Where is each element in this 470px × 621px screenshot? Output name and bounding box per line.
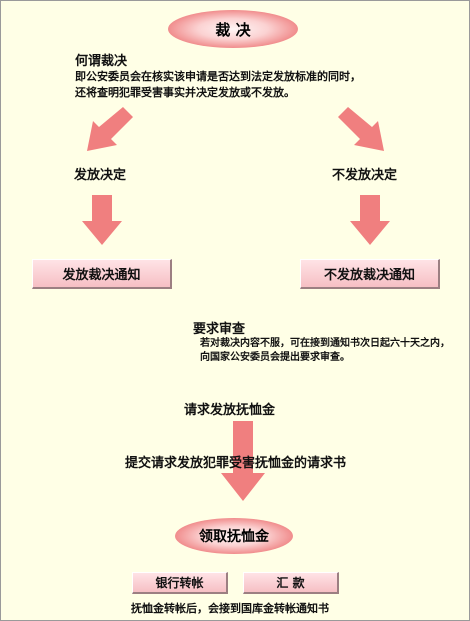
submit-label: 提交请求发放犯罪受害抚恤金的请求书	[125, 456, 347, 471]
deny-notice-box: 不发放裁决通知	[300, 259, 440, 289]
decision-pill-label: 裁 决	[215, 20, 251, 39]
review-line-1: 若对裁决内容不服，可在接到通知书次日起六十天之内，	[200, 338, 450, 349]
what-line-2: 还将查明犯罪受害事实并决定发放或不发放。	[75, 86, 295, 99]
remittance-button[interactable]: 汇 款	[243, 572, 339, 594]
arrow-down-right-icon	[338, 107, 384, 151]
deny-label: 不发放决定	[332, 168, 398, 183]
grant-label: 发放决定	[74, 168, 127, 183]
arrow-down-left-icon	[87, 107, 133, 151]
bank-transfer-label: 银行转帐	[155, 576, 204, 590]
deny-notice-label: 不发放裁决通知	[323, 268, 415, 283]
remittance-label: 汇 款	[276, 576, 305, 590]
footer-note: 抚恤金转帐后，会接到国库金转帐通知书	[131, 602, 329, 615]
decision-pill: 裁 决	[168, 10, 298, 48]
grant-notice-label: 发放裁决通知	[62, 268, 141, 283]
bank-transfer-button[interactable]: 银行转帐	[132, 572, 228, 594]
arrow-down-icon	[221, 421, 265, 501]
what-line-1: 即公安委员会在核实该申请是否达到法定发放标准的同时，	[75, 70, 361, 83]
arrow-down-icon	[82, 195, 122, 245]
review-line-2: 向国家公安委员会提出要求审查。	[200, 352, 350, 363]
arrow-down-icon	[350, 195, 390, 245]
request-label: 请求发放抚恤金	[184, 403, 276, 418]
grant-notice-box: 发放裁决通知	[32, 259, 172, 289]
what-title: 何谓裁决	[75, 54, 128, 69]
review-title: 要求审查	[193, 322, 246, 337]
receive-pill: 领取抚恤金	[175, 518, 293, 554]
receive-pill-label: 领取抚恤金	[199, 529, 269, 545]
